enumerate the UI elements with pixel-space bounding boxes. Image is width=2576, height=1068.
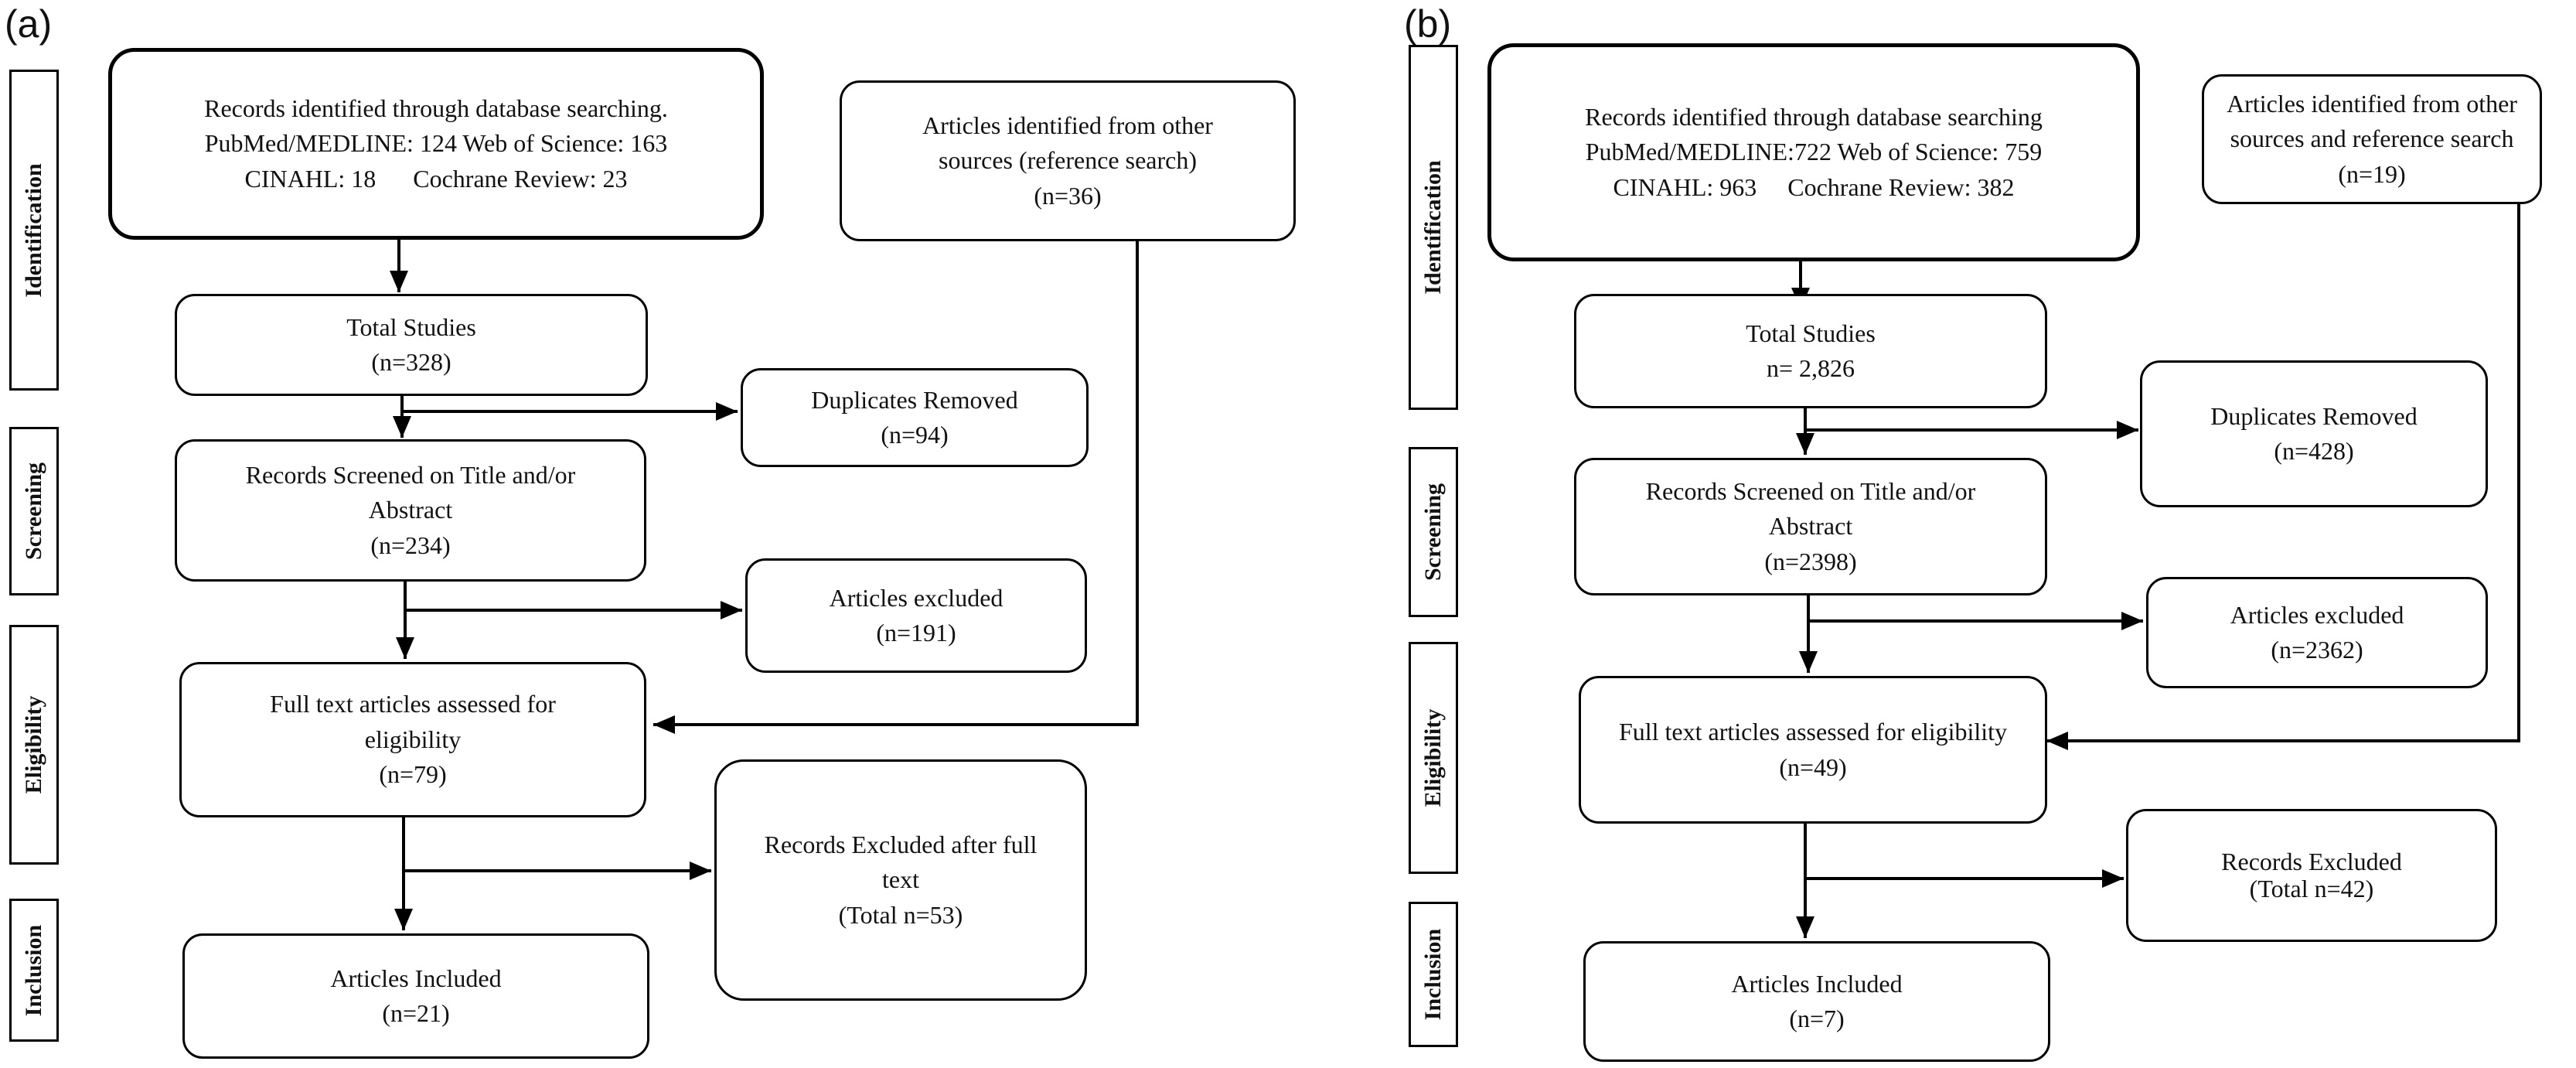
panel-a-label: (a) (5, 2, 53, 46)
b-stage-eligibility: Eligibility (1409, 642, 1458, 874)
a-duplicates-removed-box: Duplicates Removed (n=94) (741, 368, 1089, 467)
a-records-screened-line: Abstract (368, 496, 453, 524)
b-records-screened-line: Abstract (1768, 512, 1853, 541)
b-full-text-assessed-box: Full text articles assessed for eligibil… (1579, 676, 2047, 824)
b-duplicates-removed-count: (n=428) (2274, 437, 2354, 465)
a-articles-included-box: Articles Included (n=21) (182, 933, 649, 1059)
a-articles-included-count: (n=21) (382, 999, 450, 1027)
b-full-text-assessed-line: Full text articles assessed for eligibil… (1618, 718, 2008, 746)
a-articles-excluded-title: Articles excluded (829, 583, 1003, 612)
a-total-studies-title: Total Studies (346, 312, 476, 341)
a-other-sources-count: (n=36) (1034, 181, 1102, 210)
a-other-sources-box: Articles identified from other sources (… (840, 80, 1296, 241)
a-records-screened-line: Records Screened on Title and/or (245, 460, 576, 489)
b-records-excluded-box: Records Excluded (Total n=42) (2126, 809, 2497, 942)
a-stage-screening: Screening (9, 427, 59, 595)
a-full-text-assessed-count: (n=79) (379, 760, 447, 789)
a-articles-excluded-count: (n=191) (876, 619, 956, 647)
b-articles-excluded-count: (n=2362) (2271, 636, 2363, 664)
a-database-search-line: PubMed/MEDLINE: 124 Web of Science: 163 (204, 129, 668, 158)
b-total-studies-count: n= 2,826 (1766, 354, 1855, 382)
b-full-text-assessed-count: (n=49) (1779, 752, 1847, 781)
a-other-sources-line: sources (reference search) (939, 146, 1197, 175)
a-records-screened-box: Records Screened on Title and/or Abstrac… (175, 439, 646, 582)
b-duplicates-removed-box: Duplicates Removed (n=428) (2140, 360, 2488, 507)
b-other-sources-count: (n=19) (2338, 159, 2406, 188)
a-stage-eligibility: Eligibility (9, 625, 59, 865)
a-total-studies-box: Total Studies (n=328) (175, 294, 648, 396)
b-records-screened-line: Records Screened on Title and/or (1645, 476, 1976, 505)
b-records-screened-count: (n=2398) (1764, 547, 1857, 575)
b-articles-excluded-title: Articles excluded (2230, 600, 2404, 629)
b-articles-included-box: Articles Included (n=7) (1583, 941, 2050, 1062)
a-records-excluded-box: Records Excluded after full text (Total … (714, 759, 1087, 1001)
a-full-text-assessed-box: Full text articles assessed for eligibil… (179, 662, 646, 817)
b-records-excluded-count: (Total n=42) (2249, 875, 2374, 903)
a-stage-inclusion: Inclusion (9, 899, 59, 1042)
b-database-search-line: CINAHL: 963 Cochrane Review: 382 (1613, 172, 2015, 201)
b-stage-identification: Identification (1409, 45, 1458, 410)
a-duplicates-removed-count: (n=94) (881, 421, 949, 449)
a-full-text-assessed-line: Full text articles assessed for (270, 690, 556, 718)
a-total-studies-count: (n=328) (371, 348, 451, 376)
b-database-search-box: Records identified through database sear… (1487, 43, 2140, 261)
b-records-screened-box: Records Screened on Title and/or Abstrac… (1574, 458, 2047, 595)
b-articles-included-count: (n=7) (1789, 1005, 1845, 1032)
a-database-search-line: CINAHL: 18 Cochrane Review: 23 (244, 164, 628, 193)
b-duplicates-removed-title: Duplicates Removed (2210, 401, 2418, 430)
b-other-sources-line: sources and reference search (2230, 125, 2514, 153)
a-records-excluded-line: Records Excluded after full (764, 830, 1038, 858)
a-full-text-assessed-line: eligibility (364, 725, 462, 753)
b-stage-inclusion: Inclusion (1409, 902, 1458, 1047)
a-records-screened-count: (n=234) (370, 531, 451, 559)
a-stage-identification: Identification (9, 70, 59, 391)
b-articles-included-title: Articles Included (1731, 969, 1903, 998)
a-database-search-line: Records identified through database sear… (204, 94, 668, 122)
b-database-search-line: Records identified through database sear… (1585, 102, 2043, 131)
panel-b-label: (b) (1404, 2, 1452, 46)
b-total-studies-box: Total Studies n= 2,826 (1574, 294, 2047, 408)
a-database-search-box: Records identified through database sear… (108, 48, 764, 240)
b-articles-excluded-box: Articles excluded (n=2362) (2146, 577, 2488, 688)
b-stage-screening: Screening (1409, 447, 1458, 617)
a-records-excluded-count: (Total n=53) (838, 900, 963, 929)
b-records-excluded-title: Records Excluded (2221, 847, 2402, 875)
a-other-sources-line: Articles identified from other (922, 111, 1213, 139)
a-articles-excluded-box: Articles excluded (n=191) (745, 558, 1087, 673)
b-other-sources-box: Articles identified from other sources a… (2202, 74, 2542, 204)
b-other-sources-line: Articles identified from other (2227, 89, 2517, 118)
a-articles-included-title: Articles Included (330, 964, 502, 992)
b-total-studies-title: Total Studies (1746, 319, 1876, 347)
b-database-search-line: PubMed/MEDLINE:722 Web of Science: 759 (1585, 138, 2043, 166)
a-records-excluded-line: text (882, 865, 919, 894)
a-duplicates-removed-title: Duplicates Removed (811, 385, 1018, 414)
